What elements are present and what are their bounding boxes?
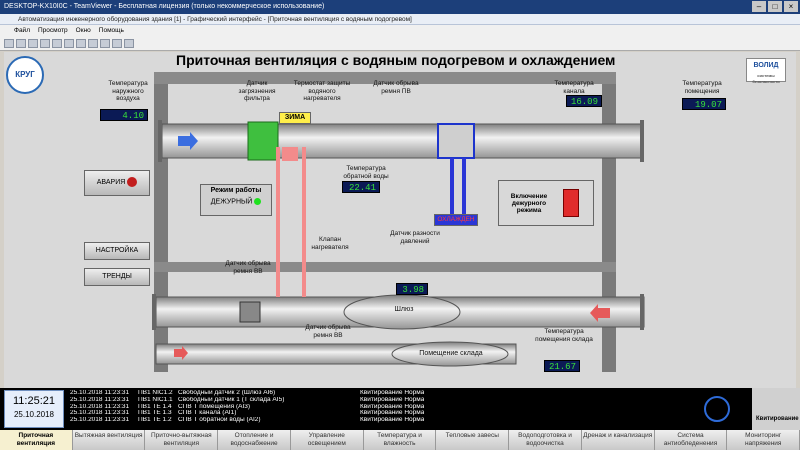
close-button[interactable]: ×	[784, 1, 798, 12]
maximize-button[interactable]: □	[768, 1, 782, 12]
nav-exhaust-vent[interactable]: Вытяжная вентиляция	[72, 430, 146, 450]
tool-icon[interactable]	[40, 39, 50, 48]
menu-view[interactable]: Просмотр	[37, 27, 68, 34]
wall-mid	[154, 262, 616, 272]
menu-file[interactable]: Файл	[14, 27, 30, 34]
mode-value: ДЕЖУРНЫЙ	[201, 198, 271, 205]
tool-icon[interactable]	[16, 39, 26, 48]
pipes-svg	[152, 72, 645, 372]
tool-icon[interactable]	[124, 39, 134, 48]
filter-sensor-label: Датчик загрязнения фильтра	[238, 80, 276, 102]
warehouse-arrow	[174, 346, 188, 360]
clock: 11:25:21 25.10.2018	[4, 390, 64, 428]
heater-pipe	[276, 147, 280, 297]
tool-icon[interactable]	[64, 39, 74, 48]
outdoor-temp-label: Температура наружного воздуха	[108, 80, 148, 102]
sluice	[343, 294, 461, 330]
channel-temp-value: 16.09	[566, 95, 602, 107]
channel-temp-label: Температура канала	[554, 80, 594, 95]
alarm-lamp	[127, 177, 138, 188]
return-water-value: 22.41	[342, 181, 380, 193]
tool-icon[interactable]	[88, 39, 98, 48]
thermostat-label: Термостат защиты водяного нагревателя	[293, 80, 351, 102]
nav-supply-exhaust[interactable]: Приточно-вытяжная вентиляция	[145, 430, 219, 450]
window-titlebar: DESKTOP-KX10I0C - TeamViewer - Бесплатна…	[0, 0, 800, 14]
duty-toggle[interactable]	[563, 189, 579, 217]
tool-icon[interactable]	[112, 39, 122, 48]
filter	[247, 121, 279, 161]
supply-duct	[161, 123, 643, 159]
diff-pressure-label: Датчик разности давлений	[390, 230, 440, 245]
menu-help[interactable]: Помощь	[98, 27, 124, 34]
tool-icon[interactable]	[28, 39, 38, 48]
inflow-arrow	[178, 132, 198, 150]
cooling-badge: ОХЛАЖДЕН	[434, 214, 478, 226]
room-temp-label: Температура помещения	[682, 80, 722, 95]
return-water-label: Температура обратной воды	[343, 165, 389, 180]
warehouse-temp-label: Температура помещения склада	[535, 328, 593, 343]
diff-pressure-value: 3.98	[396, 283, 428, 295]
warehouse-room	[391, 341, 509, 367]
trends-button[interactable]: ТРЕНДЫ	[84, 268, 150, 286]
tool-icon[interactable]	[100, 39, 110, 48]
warehouse-label: Помещение склада	[419, 350, 483, 357]
nav-heating[interactable]: Отопление и водоснабжение	[218, 430, 291, 450]
nav-anti-icing[interactable]: Система антиобледенения	[654, 430, 728, 450]
window-title: DESKTOP-KX10I0C - TeamViewer - Бесплатна…	[4, 3, 325, 10]
nav-curtains[interactable]: Тепловые завесы	[436, 430, 510, 450]
app-subtitle: Автоматизация инженерного оборудования з…	[0, 14, 800, 25]
belt-vv2-label: Датчик обрыва ремня ВВ	[305, 324, 351, 339]
nav-voltage[interactable]: Мониторинг напряжения	[727, 430, 800, 450]
minimize-button[interactable]: –	[752, 1, 766, 12]
settings-button[interactable]: НАСТРОЙКА	[84, 242, 150, 260]
nav-bar: Приточная вентиляция Вытяжная вентиляция…	[0, 430, 800, 450]
valve-label: Клапан нагревателя	[311, 236, 349, 251]
belt-vv-label: Датчик обрыва ремня ВВ	[225, 260, 271, 275]
bolid-logo: ВОЛИД системы безопасности	[746, 58, 786, 84]
wall-top	[154, 72, 616, 84]
nav-water[interactable]: Водоподготовка и водоочистка	[509, 430, 582, 450]
menu-window[interactable]: Окно	[75, 27, 91, 34]
alarm-button[interactable]: АВАРИЯ	[84, 170, 150, 196]
ack-panel: Квитирование	[752, 388, 800, 430]
cooler	[437, 123, 475, 159]
nav-drainage[interactable]: Дренаж и канализация	[581, 430, 655, 450]
belt-pv-label: Датчик обрыва ремня ПВ	[373, 80, 419, 95]
tool-icon[interactable]	[76, 39, 86, 48]
room-temp-value: 19.07	[682, 98, 726, 110]
winter-badge: ЗИМА	[279, 112, 311, 124]
menu-bar: Файл Просмотр Окно Помощь	[0, 25, 800, 37]
sluice-label: Шлюз	[394, 306, 414, 313]
gauge-icon	[704, 396, 730, 422]
exhaust-arrow	[590, 304, 610, 322]
scada-panel: КРУГ ВОЛИД системы безопасности Приточна…	[4, 52, 796, 388]
page-title: Приточная вентиляция с водяным подогрево…	[176, 52, 616, 68]
nav-lighting[interactable]: Управление освещением	[290, 430, 364, 450]
nav-supply-vent[interactable]: Приточная вентиляция	[0, 430, 73, 450]
mode-lamp	[254, 198, 262, 205]
outdoor-temp-value: 4.10	[100, 109, 148, 121]
warehouse-temp-value: 21.67	[544, 360, 580, 372]
duty-panel: Включение дежурного режима	[498, 180, 594, 226]
mode-panel: Режим работы ДЕЖУРНЫЙ	[200, 184, 272, 216]
toolbar	[0, 37, 800, 51]
tool-icon[interactable]	[52, 39, 62, 48]
nav-temp-humidity[interactable]: Температура и влажность	[363, 430, 437, 450]
krug-logo: КРУГ	[6, 56, 44, 94]
tool-icon[interactable]	[4, 39, 14, 48]
